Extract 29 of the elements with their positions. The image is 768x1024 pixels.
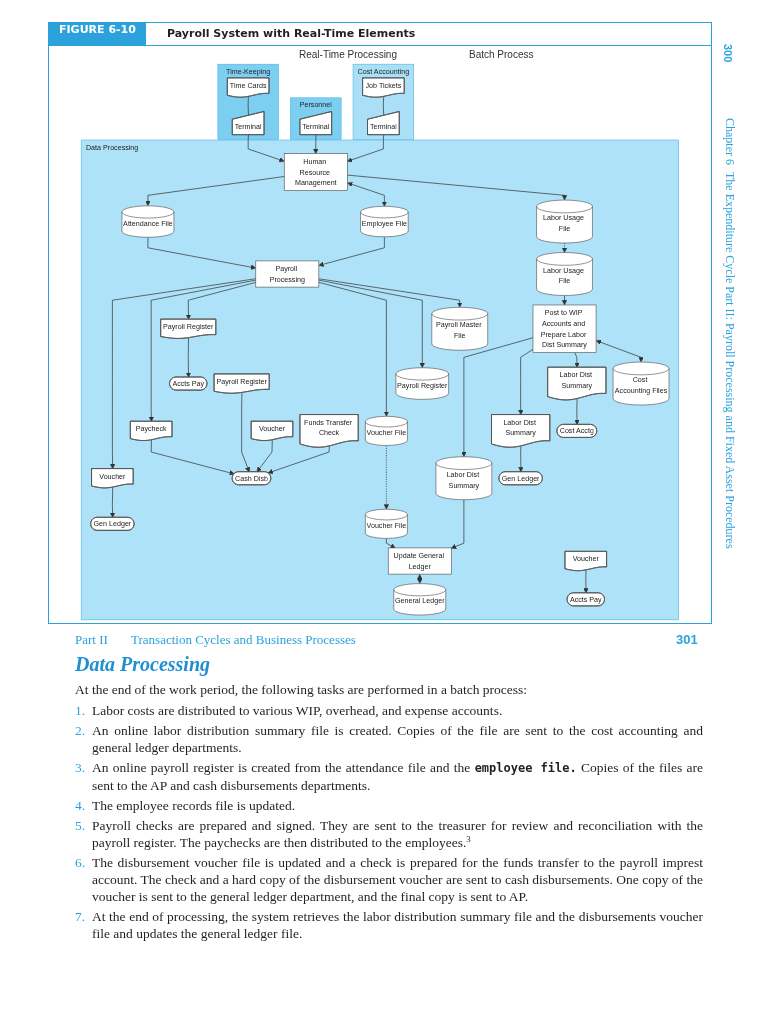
list-item: The employee records file is updated. — [92, 797, 297, 814]
figure-title: Payroll System with Real-Time Elements — [167, 27, 416, 40]
list-item: An online payroll register is created from the attendance file and the employee file. Copies of the files are sent to the AP and cash disbursements departments. — [92, 759, 703, 794]
paragraph: At the end of the work period, the following tasks are performed in a batch process: — [75, 681, 529, 698]
arrow — [417, 574, 423, 584]
list-number: 4. — [75, 797, 86, 814]
arrow — [596, 339, 644, 363]
list-number: 7. — [75, 908, 86, 925]
list-item: An online labor distribution summary file is created. Copies of the file are sent to the cost accounting and general ledger departments. — [92, 722, 703, 756]
list-item: At the end of processing, the system retrieves the labor distribution summary file and the disbursements voucher file and updates the general ledger file. — [92, 908, 703, 942]
list-item: The disbursement voucher file is updated and a check is prepared for the funds transfer to the payroll imprest account. The check and a hard copy of the disbursement voucher are sent to cash disbursements. One copy of the voucher is sent to the general ledger department, and the final copy is sent to AP. — [92, 854, 703, 905]
arrow — [347, 181, 388, 207]
list-number: 6. — [75, 854, 86, 871]
page-number: 300 — [722, 44, 734, 63]
footer-part-label: Part II — [75, 632, 108, 648]
list-number: 3. — [75, 759, 86, 776]
list-item: Payroll checks are prepared and signed. They are sent to the treasurer for review and reconciliation with the payroll register. The paychecks are then distributed to the employees.$^{3}$ — [92, 817, 703, 851]
region-label: Real-Time Processing — [299, 49, 397, 60]
chapter-label: Chapter 6 — [722, 118, 737, 165]
list-number: 5. — [75, 817, 86, 834]
page-number: 301 — [676, 632, 698, 647]
list-item: Labor costs are distributed to various WIP, overhead, and expense accounts. — [92, 702, 504, 719]
list-number: 1. — [75, 702, 86, 719]
list-number: 2. — [75, 722, 86, 739]
figure-number-tab: FIGURE 6-10 — [49, 23, 146, 45]
footer-title: Transaction Cycles and Business Processes — [131, 632, 356, 648]
region-label: Batch Process — [469, 49, 534, 60]
running-head: The Expenditure Cycle Part II: Payroll Processing and Fixed Asset Procedures — [722, 172, 737, 549]
section-heading: Data Processing — [75, 653, 210, 676]
